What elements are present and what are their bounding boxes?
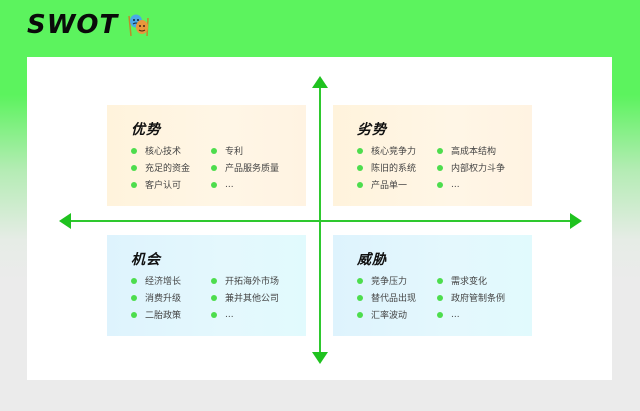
list-item: 替代品出现 <box>357 290 437 305</box>
horizontal-axis <box>68 220 573 222</box>
list-item: 二胎政策 <box>131 307 211 322</box>
quadrant-title: 威胁 <box>357 252 387 268</box>
bullet-icon <box>437 147 443 154</box>
bullet-icon <box>357 181 363 188</box>
bullet-icon <box>131 181 137 188</box>
list-item: 产品服务质量 <box>211 160 311 175</box>
header: SWOT <box>27 10 152 40</box>
performing-arts-masks-icon <box>126 12 152 38</box>
quadrant-title: 劣势 <box>357 122 387 138</box>
list-item: 专利 <box>211 143 311 158</box>
bullet-icon <box>437 277 443 284</box>
list-item: 客户认可 <box>131 177 211 192</box>
bullet-icon <box>357 277 363 284</box>
bullet-icon <box>131 294 137 301</box>
arrow-down-icon <box>312 352 328 364</box>
list-item: 需求变化 <box>437 273 537 288</box>
list-item: ... <box>211 177 311 192</box>
list-item: 核心技术 <box>131 143 211 158</box>
bullet-icon <box>131 164 137 171</box>
bullet-icon <box>437 294 443 301</box>
bullet-icon <box>211 147 217 154</box>
list-item: 高成本结构 <box>437 143 537 158</box>
list-item: 核心竞争力 <box>357 143 437 158</box>
bullet-icon <box>211 277 217 284</box>
bullet-icon <box>131 311 137 318</box>
list-item: 兼并其他公司 <box>211 290 311 305</box>
list-item: 政府管制条例 <box>437 290 537 305</box>
list-item: 汇率波动 <box>357 307 437 322</box>
arrow-right-icon <box>570 213 582 229</box>
bullet-icon <box>437 181 443 188</box>
bullet-icon <box>437 311 443 318</box>
list-item: ... <box>437 177 537 192</box>
quadrant-opportunities: 机会 经济增长 开拓海外市场 消费升级 兼并其他公司 二胎政策 ... <box>107 235 306 336</box>
bullet-icon <box>211 311 217 318</box>
quadrant-threats: 威胁 竞争压力 需求变化 替代品出现 政府管制条例 汇率波动 ... <box>333 235 532 336</box>
bullet-icon <box>211 181 217 188</box>
arrow-up-icon <box>312 76 328 88</box>
list-item: 开拓海外市场 <box>211 273 311 288</box>
arrow-left-icon <box>59 213 71 229</box>
list-item: 产品单一 <box>357 177 437 192</box>
page-title: SWOT <box>27 10 119 40</box>
quadrant-title: 优势 <box>131 122 161 138</box>
bullet-icon <box>131 147 137 154</box>
list-item: 充足的资金 <box>131 160 211 175</box>
quadrant-title: 机会 <box>131 252 161 268</box>
bullet-icon <box>131 277 137 284</box>
bullet-icon <box>211 164 217 171</box>
bullet-icon <box>357 164 363 171</box>
quadrant-weaknesses: 劣势 核心竞争力 高成本结构 陈旧的系统 内部权力斗争 产品单一 ... <box>333 105 532 206</box>
list-item: 消费升级 <box>131 290 211 305</box>
list-item: ... <box>437 307 537 322</box>
list-item: 陈旧的系统 <box>357 160 437 175</box>
bullet-icon <box>357 147 363 154</box>
quadrant-strengths: 优势 核心技术 专利 充足的资金 产品服务质量 客户认可 ... <box>107 105 306 206</box>
bullet-icon <box>211 294 217 301</box>
bullet-icon <box>357 294 363 301</box>
list-item: ... <box>211 307 311 322</box>
list-item: 经济增长 <box>131 273 211 288</box>
list-item: 内部权力斗争 <box>437 160 537 175</box>
bullet-icon <box>437 164 443 171</box>
bullet-icon <box>357 311 363 318</box>
list-item: 竞争压力 <box>357 273 437 288</box>
